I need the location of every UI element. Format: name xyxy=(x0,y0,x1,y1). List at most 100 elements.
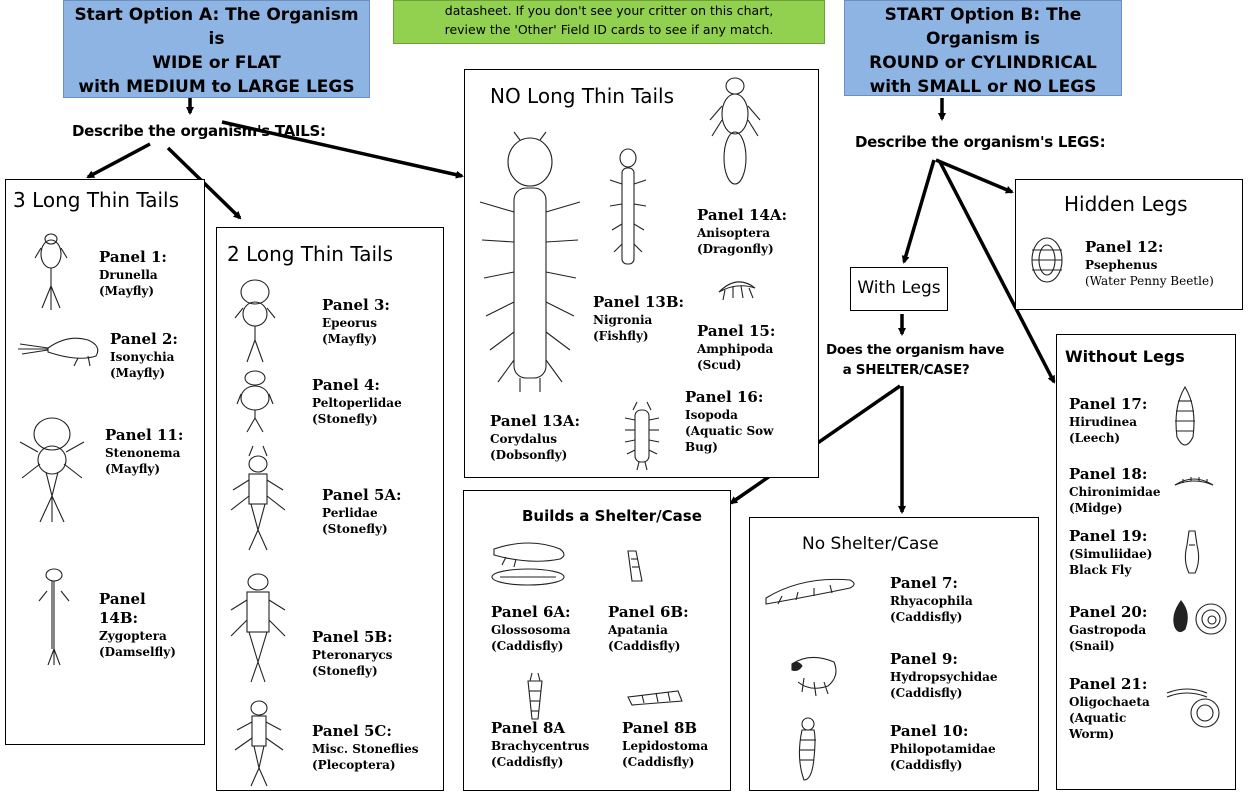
panel-12-label: Panel 12: Psephenus (Water Penny Beetle) xyxy=(1085,238,1214,289)
panel-16-name: Isopoda xyxy=(685,407,773,423)
panel-20-label: Panel 20: Gastropoda (Snail) xyxy=(1069,603,1147,654)
panel-8b-label: Panel 8B Lepidostoma (Caddisfly) xyxy=(622,719,708,770)
panel-13a-label: Panel 13A: Corydalus (Dobsonfly) xyxy=(490,412,580,463)
panel-16-common: (Aquatic Sow xyxy=(685,423,773,439)
panel-19-label: Panel 19: (Simuliidae) Black Fly xyxy=(1069,527,1152,578)
panel-4-label: Panel 4: Peltoperlidae (Stonefly) xyxy=(312,376,402,427)
panel-18-number: Panel 18: xyxy=(1069,465,1161,484)
panel-3-number: Panel 3: xyxy=(322,296,390,315)
shelter-title: Builds a Shelter/Case xyxy=(522,507,702,525)
panel-20-common: (Snail) xyxy=(1069,638,1147,654)
hidden-legs-box: Hidden Legs Panel 12: Psephenus (Water P… xyxy=(1015,179,1243,310)
panel-14b-label: Panel 14B: Zygoptera (Damselfly) xyxy=(99,590,176,660)
panel-10-number: Panel 10: xyxy=(890,722,996,741)
panel-9-common: (Caddisfly) xyxy=(890,685,998,701)
panel-5b-name: Pteronarycs xyxy=(312,647,393,663)
panel-11-common: (Mayfly) xyxy=(105,461,183,477)
panel-5a-number: Panel 5A: xyxy=(322,486,402,505)
panel-10-label: Panel 10: Philopotamidae (Caddisfly) xyxy=(890,722,996,773)
panel-21-label: Panel 21: Oligochaeta (Aquatic Worm) xyxy=(1069,675,1150,742)
chironomidae-illustration xyxy=(1175,473,1213,489)
panel-8a-number: Panel 8A xyxy=(491,719,589,738)
glossosoma-illustration xyxy=(490,537,570,587)
peltoperlidae-illustration xyxy=(237,368,273,432)
shelter-box: Builds a Shelter/Case Panel 6A: Glossoso… xyxy=(463,490,731,791)
start-option-b-box: START Option B: The Organism is ROUND or… xyxy=(844,0,1122,96)
panel-15-label: Panel 15: Amphipoda (Scud) xyxy=(697,322,775,373)
panel-13b-common: (Fishfly) xyxy=(593,328,684,344)
panel-4-number: Panel 4: xyxy=(312,376,402,395)
panel-7-name: Rhyacophila xyxy=(890,593,973,609)
panel-12-common: (Water Penny Beetle) xyxy=(1085,273,1214,289)
panel-4-name: Peltoperlidae xyxy=(312,395,402,411)
panel-17-name: Hirudinea xyxy=(1069,414,1147,430)
panel-18-common: (Midge) xyxy=(1069,500,1161,516)
anisoptera-illustration xyxy=(710,76,760,188)
panel-10-name: Philopotamidae xyxy=(890,741,996,757)
panel-8a-label: Panel 8A Brachycentrus (Caddisfly) xyxy=(491,719,589,770)
panel-21-common2: Worm) xyxy=(1069,726,1150,742)
panel-14b-number: Panel xyxy=(99,590,176,609)
panel-10-common: (Caddisfly) xyxy=(890,757,996,773)
panel-8a-common: (Caddisfly) xyxy=(491,754,589,770)
panel-5b-label: Panel 5B: Pteronarycs (Stonefly) xyxy=(312,628,393,679)
simuliidae-illustration xyxy=(1183,531,1201,573)
panel-6b-number: Panel 6B: xyxy=(608,603,689,622)
stenonema-illustration xyxy=(18,412,86,522)
note-line1: datasheet. If you don't see your critter… xyxy=(394,1,824,20)
panel-7-label: Panel 7: Rhyacophila (Caddisfly) xyxy=(890,574,973,625)
panel-8b-name: Lepidostoma xyxy=(622,738,708,754)
panel-21-number: Panel 21: xyxy=(1069,675,1150,694)
shelter-prompt-line2: a SHELTER/CASE? xyxy=(826,360,986,380)
shelter-prompt: Does the organism have a SHELTER/CASE? xyxy=(826,340,986,380)
panel-12-number: Panel 12: xyxy=(1085,238,1214,257)
start-a-line2: WIDE or FLAT xyxy=(64,51,369,75)
panel-17-label: Panel 17: Hirudinea (Leech) xyxy=(1069,395,1147,446)
panel-19-name: (Simuliidae) xyxy=(1069,546,1152,562)
panel-6a-number: Panel 6A: xyxy=(491,603,571,622)
three-tails-box: 3 Long Thin Tails Panel 1: Drunella (May… xyxy=(5,179,205,745)
panel-16-number: Panel 16: xyxy=(685,388,773,407)
start-b-line1: START Option B: The Organism is xyxy=(845,3,1121,51)
three-tails-title: 3 Long Thin Tails xyxy=(13,188,179,212)
panel-13a-number: Panel 13A: xyxy=(490,412,580,431)
panel-5b-number: Panel 5B: xyxy=(312,628,393,647)
panel-13a-name: Corydalus xyxy=(490,431,580,447)
panel-14b-number2: 14B: xyxy=(99,609,176,628)
two-tails-box: 2 Long Thin Tails Panel 3: Epeorus (Mayf… xyxy=(216,227,444,791)
panel-12-name: Psephenus xyxy=(1085,257,1214,273)
lepidostoma-illustration xyxy=(628,687,682,707)
hydropsychidae-illustration xyxy=(790,652,840,696)
arrow-to-with-legs xyxy=(904,160,934,262)
legs-prompt: Describe the organism's LEGS: xyxy=(855,133,1105,151)
panel-13b-label: Panel 13B: Nigronia (Fishfly) xyxy=(593,293,684,344)
panel-8b-number: Panel 8B xyxy=(622,719,708,738)
panel-8a-name: Brachycentrus xyxy=(491,738,589,754)
panel-20-number: Panel 20: xyxy=(1069,603,1147,622)
isonychia-illustration xyxy=(18,330,104,366)
arrow-to-three-tails xyxy=(88,144,150,177)
panel-15-name: Amphipoda xyxy=(697,341,775,357)
nigronia-illustration xyxy=(610,148,646,268)
oligochaeta-illustration xyxy=(1167,685,1227,731)
panel-21-name: Oligochaeta xyxy=(1069,694,1150,710)
panel-13b-number: Panel 13B: xyxy=(593,293,684,312)
shelter-prompt-line1: Does the organism have xyxy=(826,340,986,360)
panel-13b-name: Nigronia xyxy=(593,312,684,328)
start-a-line3: with MEDIUM to LARGE LEGS xyxy=(64,75,369,99)
panel-20-name: Gastropoda xyxy=(1069,622,1147,638)
hidden-legs-title: Hidden Legs xyxy=(1064,192,1188,216)
panel-14b-name: Zygoptera xyxy=(99,628,176,644)
panel-1-common: (Mayfly) xyxy=(99,283,167,299)
philopotamidae-illustration xyxy=(796,718,820,782)
no-shelter-box: No Shelter/Case Panel 7: Rhyacophila (Ca… xyxy=(749,517,1039,791)
amphipoda-illustration xyxy=(715,274,759,300)
panel-1-name: Drunella xyxy=(99,267,167,283)
panel-4-common: (Stonefly) xyxy=(312,411,402,427)
panel-9-number: Panel 9: xyxy=(890,650,998,669)
panel-5a-common: (Stonefly) xyxy=(322,521,402,537)
note-line2: review the 'Other' Field ID cards to see… xyxy=(394,20,824,39)
panel-6b-label: Panel 6B: Apatania (Caddisfly) xyxy=(608,603,689,654)
note-box: datasheet. If you don't see your critter… xyxy=(393,0,825,44)
panel-3-label: Panel 3: Epeorus (Mayfly) xyxy=(322,296,390,347)
